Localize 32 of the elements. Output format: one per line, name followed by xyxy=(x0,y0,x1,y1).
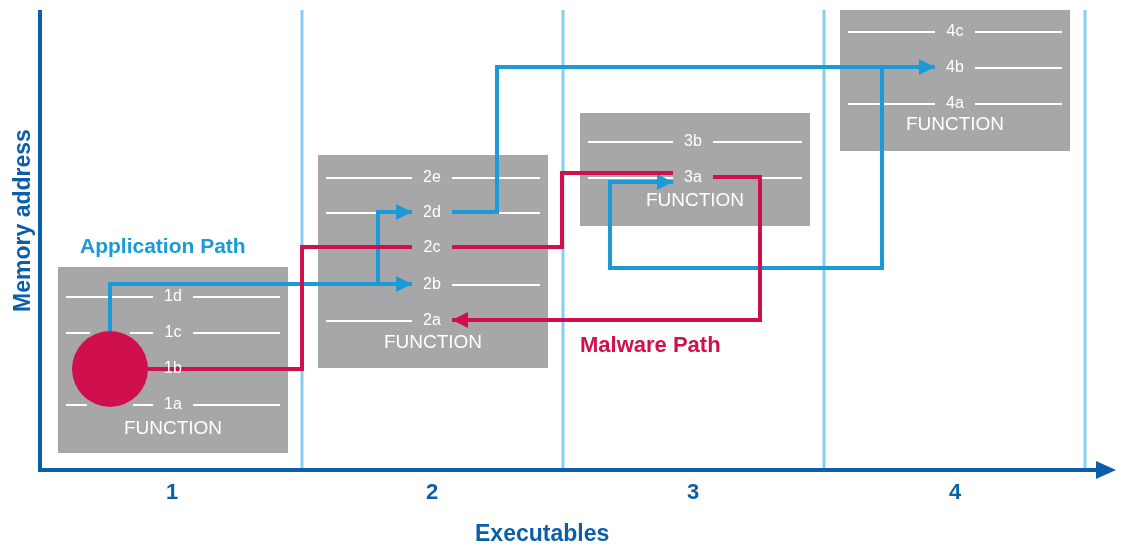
address-label: 4a xyxy=(935,94,975,112)
tick-label: 4 xyxy=(949,479,962,505)
function-block xyxy=(318,155,548,368)
function-label: FUNCTION xyxy=(644,189,746,211)
function-block xyxy=(840,10,1070,151)
function-label: FUNCTION xyxy=(904,113,1006,135)
path-caption: Malware Path xyxy=(580,332,721,358)
address-label: 3b xyxy=(673,132,713,150)
axis-title: Memory address xyxy=(8,128,36,312)
address-label: 4b xyxy=(935,58,975,76)
axis-title: Executables xyxy=(475,519,610,546)
path-arrow xyxy=(376,204,412,286)
address-label: 1d xyxy=(153,287,193,305)
address-label: 2b xyxy=(412,275,452,293)
tick-label: 1 xyxy=(166,479,179,505)
function-label: FUNCTION xyxy=(382,331,484,353)
address-label: 3a xyxy=(673,168,713,186)
path-arrow xyxy=(452,175,762,328)
address-label: 2d xyxy=(412,203,452,221)
address-label: 2e xyxy=(412,168,452,186)
address-label: 2a xyxy=(412,311,452,329)
address-label: 1a xyxy=(153,395,193,413)
function-label: FUNCTION xyxy=(122,417,224,439)
path-caption: Application Path xyxy=(80,234,246,258)
address-label: 2c xyxy=(412,238,452,256)
address-label: 1b xyxy=(153,359,193,377)
tick-label: 3 xyxy=(687,479,700,505)
function-block xyxy=(58,267,288,453)
tick-label: 2 xyxy=(426,479,439,505)
address-label: 4c xyxy=(935,22,975,40)
address-label: 1c xyxy=(153,323,193,341)
function-block xyxy=(580,113,810,226)
